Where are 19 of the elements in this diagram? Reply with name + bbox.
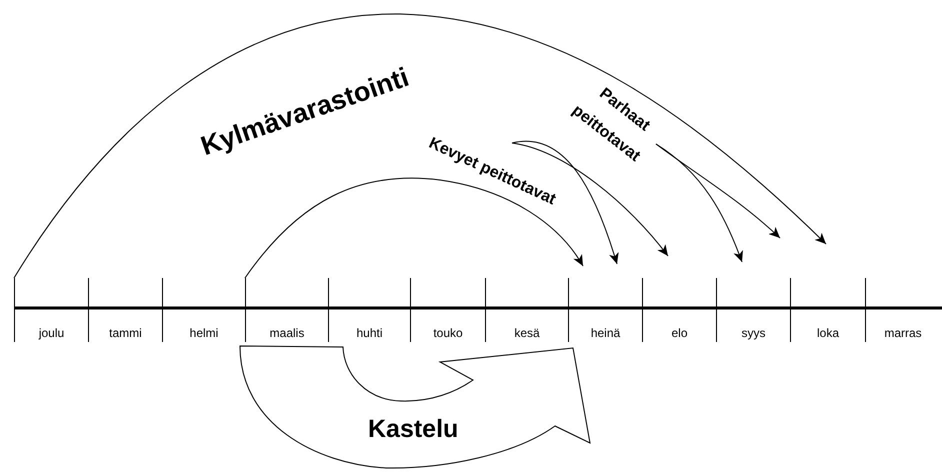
month-label: kesä [514,327,540,339]
curved-arrow [656,144,780,238]
month-label: marras [884,327,922,339]
curved-arrow [512,140,618,264]
kastelu-label: Kastelu [368,417,458,442]
curved-arrow [512,142,668,256]
month-label: heinä [590,327,620,339]
month-label: loka [816,327,839,339]
month-label: syys [742,327,766,339]
month-label: helmi [190,327,218,339]
month-label: tammi [109,327,142,339]
month-label: joulu [38,327,64,339]
month-label: huhti [356,327,383,339]
month-label: maalis [270,327,304,339]
curved-arrow [14,14,826,278]
month-label: elo [671,327,688,339]
curved-arrow [244,178,584,278]
curved-arrow [656,144,743,262]
month-label: touko [433,327,463,339]
